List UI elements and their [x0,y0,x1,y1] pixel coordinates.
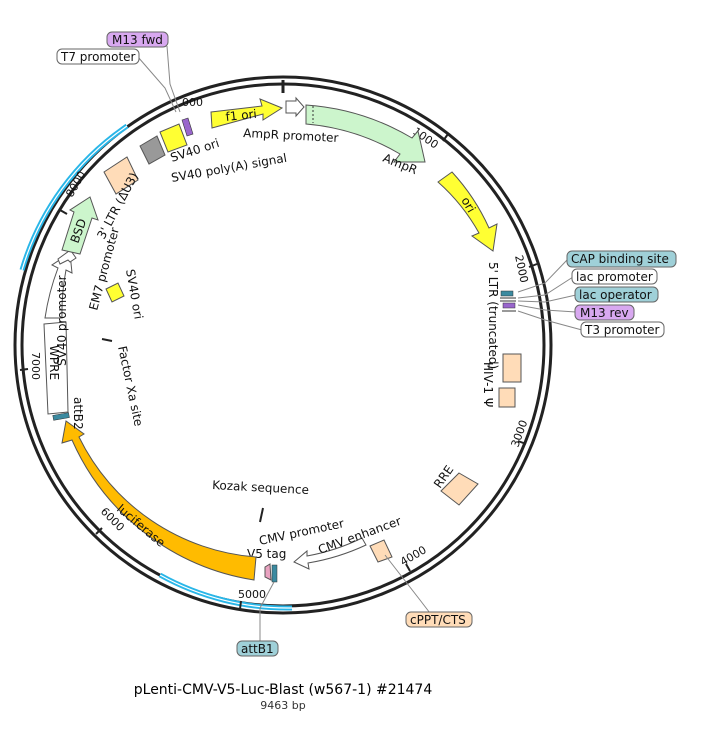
callout-t7-promoter: T7 promoter [56,48,140,65]
sv40-polya-block [139,135,166,165]
ltr3-block [103,156,139,195]
callout-t3-promoter: T3 promoter [580,321,665,338]
bsd-arrow [61,196,99,255]
callout-cppt-cts: cPPT/CTS [405,611,473,628]
tick-label-2000: 2000 [512,254,531,284]
ltr5-label: 5' LTR (truncated) [486,262,500,369]
ltr5-block-purple [502,302,516,309]
callout-t7-promoter-label: T7 promoter [60,50,136,64]
f1-ori-label: f1 ori [225,107,258,124]
callout-lac-promoter-label: lac promoter [576,270,653,284]
cmv-arrow [293,537,367,570]
backbone-outer [13,75,553,615]
tick-label-7000: 7000 [29,352,42,380]
map-size: 9463 bp [260,699,305,712]
tick-label-5000: 5000 [238,588,266,601]
hiv-psi-block-b [498,387,516,408]
f1-ori-arrow [210,98,284,129]
sv40-ori-top-block [159,123,188,153]
callout-lines [137,45,583,641]
ori-label: ori [458,195,478,216]
tick-label-origin: 000 [182,96,203,109]
highlight-arc-bottom-core [159,574,293,609]
attb2-label: attB2 [71,397,85,430]
callout-attb1: attB1 [236,640,279,657]
factor-xa-mark [101,338,113,342]
callout-m13-fwd: M13 fwd [106,31,169,48]
m13-fwd-site [181,117,194,137]
callout-m13-fwd-label: M13 fwd [112,33,163,47]
ampr-arrow [305,104,426,163]
kozak-mark [259,507,264,523]
hiv-psi-label: HIV-1 Ψ [481,362,495,407]
v5-tag-label: V5 tag [247,547,286,561]
sv40-promoter-label: SV40 promoter [55,275,69,366]
ampr-promoter-label: AmpR promoter [243,126,339,145]
factor-xa-label: Factor Xa site [115,345,146,428]
ampr-promoter-arrow [285,96,305,118]
tick-marks [19,133,538,610]
callout-lac-promoter: lac promoter [571,268,658,285]
callout-lac-operator: lac operator [574,286,659,303]
callout-m13-rev: M13 rev [574,304,635,321]
luciferase-arrow [61,420,257,581]
sv40-ori-inner-block [105,282,125,303]
kozak-label: Kozak sequence [212,478,309,497]
wpre-label: WPRE [47,345,61,380]
attb1-block [271,564,278,583]
cppt-block [369,539,393,563]
callout-cap-binding-label: CAP binding site [571,252,669,266]
callout-lac-operator-label: lac operator [579,288,652,302]
sv40-ori-inner-label: SV40 ori [123,268,146,320]
map-title: pLenti-CMV-V5-Luc-Blast (w567-1) #21474 [134,682,433,698]
callout-attb1-label: attB1 [241,642,274,656]
v5-tag-block [264,563,272,581]
wpre-block [43,321,69,415]
callout-t3-promoter-label: T3 promoter [584,323,660,337]
ori-arrow [437,171,498,252]
rre-block [440,472,479,506]
ltr5-block-teal [500,290,514,297]
hiv-psi-block-a [502,353,522,383]
attb2-block [52,412,70,421]
highlight-arc-top-left-core [21,125,128,271]
callout-m13-rev-label: M13 rev [580,306,629,320]
callout-cppt-cts-label: cPPT/CTS [410,613,466,627]
callout-cap-binding-site: CAP binding site [566,250,677,268]
